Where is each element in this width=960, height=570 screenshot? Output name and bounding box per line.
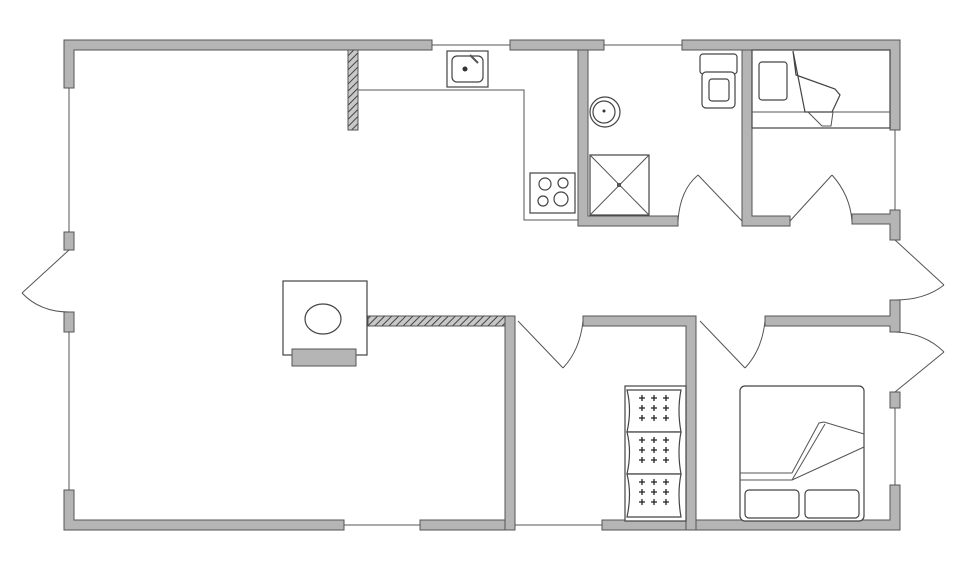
stove-icon [529,172,576,214]
interior-walls [347,49,791,531]
bed-icon [739,385,865,522]
bathroom [589,53,738,216]
side-door-top[interactable] [894,239,945,301]
fireplace-icon [282,280,368,367]
tuft-mark [663,457,669,463]
tuft-mark [651,499,657,505]
tuft-mark [663,415,669,421]
tuft-mark [663,437,669,443]
bedroom3-door[interactable] [699,320,766,369]
windows [68,44,896,526]
bedroom2-door[interactable] [517,320,584,369]
wardrobe-icon [624,385,687,522]
tuft-mark [651,437,657,443]
tuft-mark [639,437,645,443]
bathroom-sink-icon [589,96,621,128]
tuft-mark [663,499,669,505]
tuft-mark [639,479,645,485]
tuft-mark [639,489,645,495]
tuft-mark [663,395,669,401]
tuft-mark [639,447,645,453]
tuft-mark [651,447,657,453]
tuft-mark [663,489,669,495]
toilet-icon [699,53,738,109]
tuft-mark [651,415,657,421]
tuft-mark [663,479,669,485]
tuft-mark [639,499,645,505]
tuft-mark [639,415,645,421]
tuft-mark [639,405,645,411]
tuft-mark [651,489,657,495]
kitchen-sink-icon [446,50,489,88]
kitchen [358,50,578,221]
tuft-mark [651,395,657,401]
tuft-mark [651,479,657,485]
side-door-bottom[interactable] [894,331,945,393]
bed-icon [751,49,891,129]
tuft-mark [651,457,657,463]
tuft-mark [663,447,669,453]
tuft-mark [663,405,669,411]
tuft-mark [639,457,645,463]
bedroom1-door[interactable] [789,174,853,222]
entrance-door[interactable] [21,249,70,313]
exterior-walls [63,39,901,531]
shower-icon [589,154,650,216]
tuft-mark [651,405,657,411]
bathroom-door[interactable] [677,174,743,222]
doors[interactable] [21,174,945,393]
tuft-mark [639,395,645,401]
